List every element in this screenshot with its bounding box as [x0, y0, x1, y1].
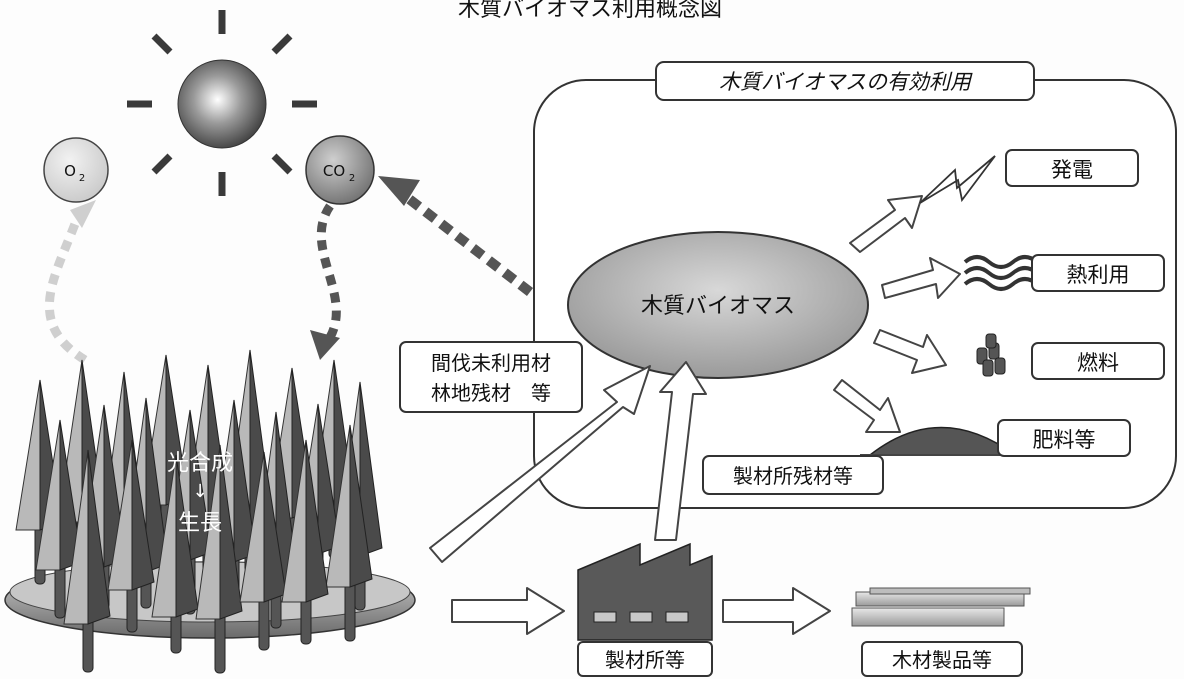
svg-text:熱利用: 熱利用 [1067, 263, 1130, 287]
use-label-power: 発電 [1005, 149, 1139, 187]
tree [63, 449, 111, 625]
svg-text:肥料等: 肥料等 [1033, 428, 1096, 452]
tree-trunk [344, 580, 356, 642]
biomass-ellipse: 木質バイオマス [567, 231, 869, 379]
arrow-down-label: ↓ [192, 481, 207, 502]
tree [239, 451, 287, 603]
svg-text:O: O [64, 162, 76, 180]
tree-trunk [300, 595, 312, 645]
tree [107, 439, 155, 591]
tree-trunk [214, 612, 226, 674]
svg-text:2: 2 [349, 173, 355, 184]
input-arrows [429, 361, 707, 563]
use-label-fertilizer: 肥料等 [997, 419, 1131, 457]
biomass-label: 木質バイオマス [641, 294, 795, 319]
sawmill-residue-label: 製材所残材等 [702, 455, 884, 495]
svg-text:林地残材 等: 林地残材 等 [431, 381, 551, 405]
diagram-title: 木質バイオマス利用概念図 [458, 0, 722, 22]
tree [151, 454, 199, 618]
sawmill-factory-icon [577, 542, 713, 641]
co2-absorb-arrow [310, 203, 341, 360]
panel-title: 木質バイオマスの有効利用 [719, 70, 973, 94]
svg-text:CO: CO [323, 162, 345, 180]
use-label-heat: 熱利用 [1031, 254, 1165, 292]
fuel-pellets-icon [976, 333, 1006, 377]
wood-planks-icon [851, 587, 1031, 627]
forest-residue-label: 間伐未利用材 林地残材 等 [399, 341, 583, 413]
svg-text:2: 2 [79, 173, 85, 184]
tree-trunk [82, 617, 94, 673]
svg-text:製材所残材等: 製材所残材等 [733, 464, 853, 488]
sun-icon [127, 10, 317, 196]
svg-text:燃料: 燃料 [1077, 351, 1119, 375]
lightning-icon [919, 155, 996, 204]
forest-illustration: 光合成 ↓ 生長 [4, 349, 416, 674]
svg-text:木材製品等: 木材製品等 [892, 648, 992, 672]
flow-arrows [451, 587, 831, 635]
tree [325, 424, 373, 588]
svg-text:製材所等: 製材所等 [605, 648, 685, 672]
sawmill-label: 製材所等 [577, 641, 713, 677]
heat-waves-icon [963, 255, 1039, 291]
o2-bubble: O 2 [43, 137, 109, 203]
tree [195, 444, 243, 620]
co2-bubble: CO 2 [305, 135, 375, 205]
use-arrows [833, 195, 961, 433]
svg-text:間伐未利用材: 間伐未利用材 [431, 351, 551, 375]
use-label-fuel: 燃料 [1031, 342, 1165, 380]
tree-trunk [258, 595, 270, 651]
tree [281, 439, 329, 603]
growth-label: 生長 [178, 511, 222, 536]
product-label: 木材製品等 [861, 641, 1023, 677]
photosynthesis-label: 光合成 [167, 451, 233, 476]
tree-trunk [54, 563, 66, 619]
svg-text:発電: 発電 [1051, 158, 1093, 182]
o2-release-arrow [44, 200, 96, 364]
co2-emission-arrow [378, 176, 534, 296]
tree-trunk [126, 583, 138, 633]
